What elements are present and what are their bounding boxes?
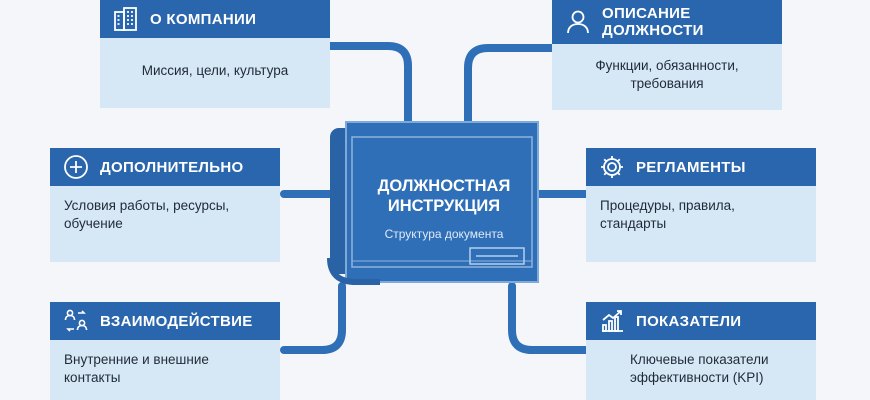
people-exchange-icon (62, 307, 90, 335)
card-company-body: Миссия, цели, культура (100, 38, 330, 108)
card-company-header: О КОМПАНИИ (100, 0, 330, 38)
card-interaction-header: ВЗАИМОДЕЙСТВИЕ (50, 302, 280, 340)
document-title: ДОЛЖНОСТНАЯ ИНСТРУКЦИЯ (377, 177, 511, 215)
card-additional: ДОПОЛНИТЕЛЬНО Условия работы, ресурсы, о… (50, 148, 280, 262)
card-kpi-title: ПОКАЗАТЕЛИ (636, 312, 742, 330)
card-position-title: ОПИСАНИЕ ДОЛЖНОСТИ (602, 5, 704, 39)
building-icon (112, 5, 140, 33)
gear-icon (598, 153, 626, 181)
card-additional-body: Условия работы, ресурсы, обучение (50, 186, 280, 262)
card-regulations: РЕГЛАМЕНТЫ Процедуры, правила, стандарты (586, 148, 816, 262)
connector-position (464, 44, 556, 126)
connector-kpi (508, 282, 590, 354)
card-interaction: ВЗАИМОДЕЙСТВИЕ Внутренние и внешние конт… (50, 302, 280, 400)
card-regulations-header: РЕГЛАМЕНТЫ (586, 148, 816, 186)
card-regulations-body: Процедуры, правила, стандарты (586, 186, 816, 262)
card-kpi-body: Ключевые показатели эффективности (KPI) (586, 340, 816, 400)
connector-interaction (280, 282, 346, 354)
person-icon (564, 8, 592, 36)
card-position-header: ОПИСАНИЕ ДОЛЖНОСТИ (552, 0, 782, 44)
card-regulations-title: РЕГЛАМЕНТЫ (636, 158, 746, 176)
blueprint-document-icon (327, 121, 539, 285)
card-company: О КОМПАНИИ Миссия, цели, культура (100, 0, 330, 108)
card-interaction-title: ВЗАИМОДЕЙСТВИЕ (100, 312, 253, 330)
card-additional-title: ДОПОЛНИТЕЛЬНО (100, 158, 244, 176)
card-company-title: О КОМПАНИИ (150, 10, 257, 28)
card-position: ОПИСАНИЕ ДОЛЖНОСТИ Функции, обязанности,… (552, 0, 782, 110)
card-kpi: ПОКАЗАТЕЛИ Ключевые показатели эффективн… (586, 302, 816, 400)
card-position-body: Функции, обязанности, требования (552, 44, 782, 110)
plus-circle-icon (62, 153, 90, 181)
card-additional-header: ДОПОЛНИТЕЛЬНО (50, 148, 280, 186)
document-subtitle: Структура документа (384, 227, 504, 241)
connector-company (324, 42, 412, 126)
card-interaction-body: Внутренние и внешние контакты (50, 340, 280, 400)
card-kpi-header: ПОКАЗАТЕЛИ (586, 302, 816, 340)
chart-growth-icon (598, 307, 626, 335)
